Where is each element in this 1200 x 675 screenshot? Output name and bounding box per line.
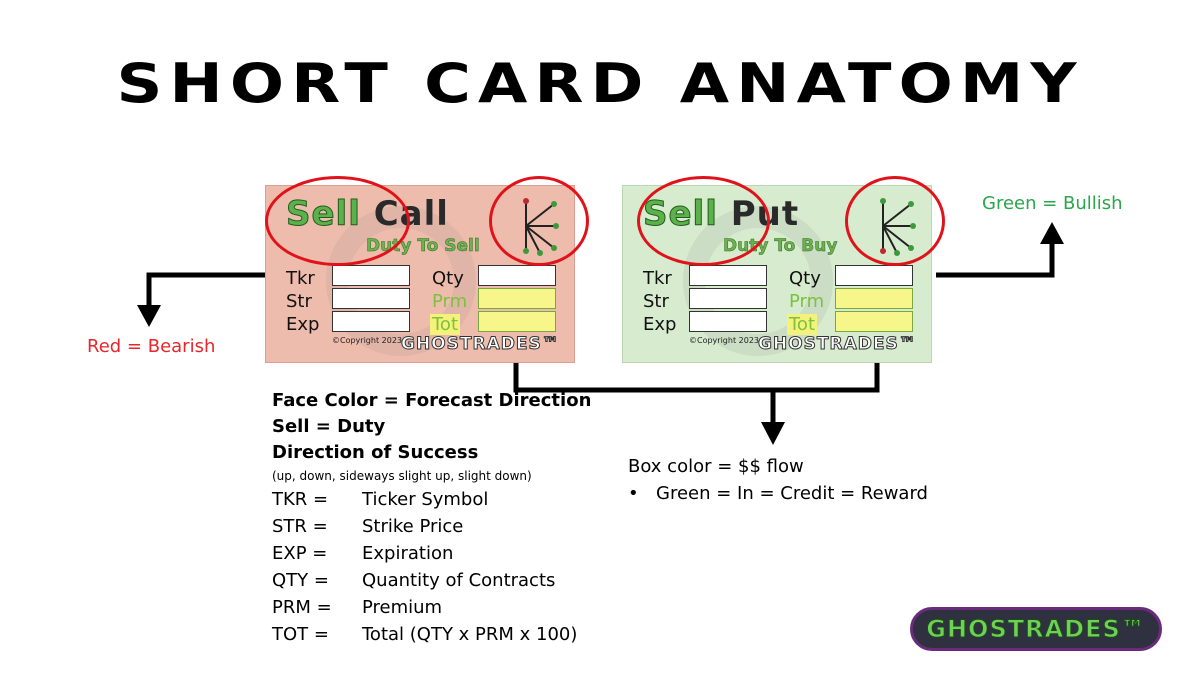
copyright-text: ©Copyright 2023 — [689, 336, 759, 345]
str-box — [332, 288, 410, 309]
label-qty: Qty — [432, 268, 464, 289]
prm-box — [478, 288, 556, 309]
def-key: TOT = — [272, 624, 329, 645]
def-key: PRM = — [272, 597, 332, 618]
label-tot: Tot — [430, 314, 461, 335]
label-tkr: Tkr — [643, 268, 672, 289]
arrow-head-box-color — [761, 422, 785, 445]
copyright-text: ©Copyright 2023 — [332, 336, 402, 345]
label-exp: Exp — [643, 314, 677, 335]
legend-text: Face Color = Forecast Direction Sell = D… — [272, 388, 591, 648]
card-brand-logo: GHOSTRADES™ — [401, 334, 560, 355]
def-key: STR = — [272, 516, 328, 537]
tot-box — [478, 311, 556, 332]
arrow-head-bullish — [1040, 222, 1064, 244]
box-color-note: Box color = $$ flow •Green = In = Credit… — [628, 453, 928, 507]
def-value: Expiration — [362, 543, 454, 564]
def-key: QTY = — [272, 570, 329, 591]
tot-box — [835, 311, 913, 332]
bearish-note: Red = Bearish — [87, 336, 216, 357]
sell-put-card: Sell Put Duty To Buy Tkr Str Exp Qty Prm… — [622, 185, 932, 363]
card-brand-logo: GHOSTRADES™ — [758, 334, 917, 355]
tkr-box — [689, 265, 767, 286]
def-key: EXP = — [272, 543, 328, 564]
page-title: SHORT CARD ANATOMY — [116, 52, 1084, 115]
label-tot: Tot — [787, 314, 818, 335]
label-exp: Exp — [286, 314, 320, 335]
def-value: Premium — [362, 597, 443, 618]
legend-direction-sub: (up, down, sideways slight up, slight do… — [272, 469, 532, 483]
bullish-note: Green = Bullish — [982, 193, 1123, 214]
legend-line-direction: Direction of Success — [272, 442, 479, 463]
str-box — [689, 288, 767, 309]
definition-row: PRM = Premium — [272, 594, 591, 621]
definition-row: TKR = Ticker Symbol — [272, 486, 591, 513]
box-color-bullet-text: Green = In = Credit = Reward — [656, 483, 928, 504]
def-value: Ticker Symbol — [362, 489, 489, 510]
qty-box — [835, 265, 913, 286]
box-color-bullet: •Green = In = Credit = Reward — [628, 483, 928, 504]
def-value: Total (QTY x PRM x 100) — [362, 624, 578, 645]
highlight-oval-call-icon — [489, 176, 589, 266]
label-prm: Prm — [789, 291, 825, 312]
prm-box — [835, 288, 913, 309]
legend-line-face-color: Face Color = Forecast Direction — [272, 390, 592, 411]
label-prm: Prm — [432, 291, 468, 312]
arrow-to-bullish — [936, 240, 1055, 278]
exp-box — [689, 311, 767, 332]
legend-line-sell-duty: Sell = Duty — [272, 416, 386, 437]
tkr-box — [332, 265, 410, 286]
qty-box — [478, 265, 556, 286]
label-str: Str — [286, 291, 312, 312]
definition-row: STR = Strike Price — [272, 513, 591, 540]
highlight-oval-put-title — [637, 176, 770, 266]
ghostrades-logo: GHOSTRADES™ — [910, 607, 1162, 651]
highlight-oval-call-title — [265, 176, 410, 266]
definition-row: TOT = Total (QTY x PRM x 100) — [272, 621, 591, 648]
definition-row: EXP = Expiration — [272, 540, 591, 567]
def-value: Quantity of Contracts — [362, 570, 556, 591]
def-key: TKR = — [272, 489, 329, 510]
highlight-oval-put-icon — [845, 176, 945, 266]
definition-row: QTY = Quantity of Contracts — [272, 567, 591, 594]
label-tkr: Tkr — [286, 268, 315, 289]
arrow-head-bearish — [137, 305, 161, 327]
label-qty: Qty — [789, 268, 821, 289]
label-str: Str — [643, 291, 669, 312]
box-color-heading: Box color = $$ flow — [628, 456, 804, 477]
def-value: Strike Price — [362, 516, 464, 537]
arrow-to-bearish — [146, 272, 265, 310]
exp-box — [332, 311, 410, 332]
